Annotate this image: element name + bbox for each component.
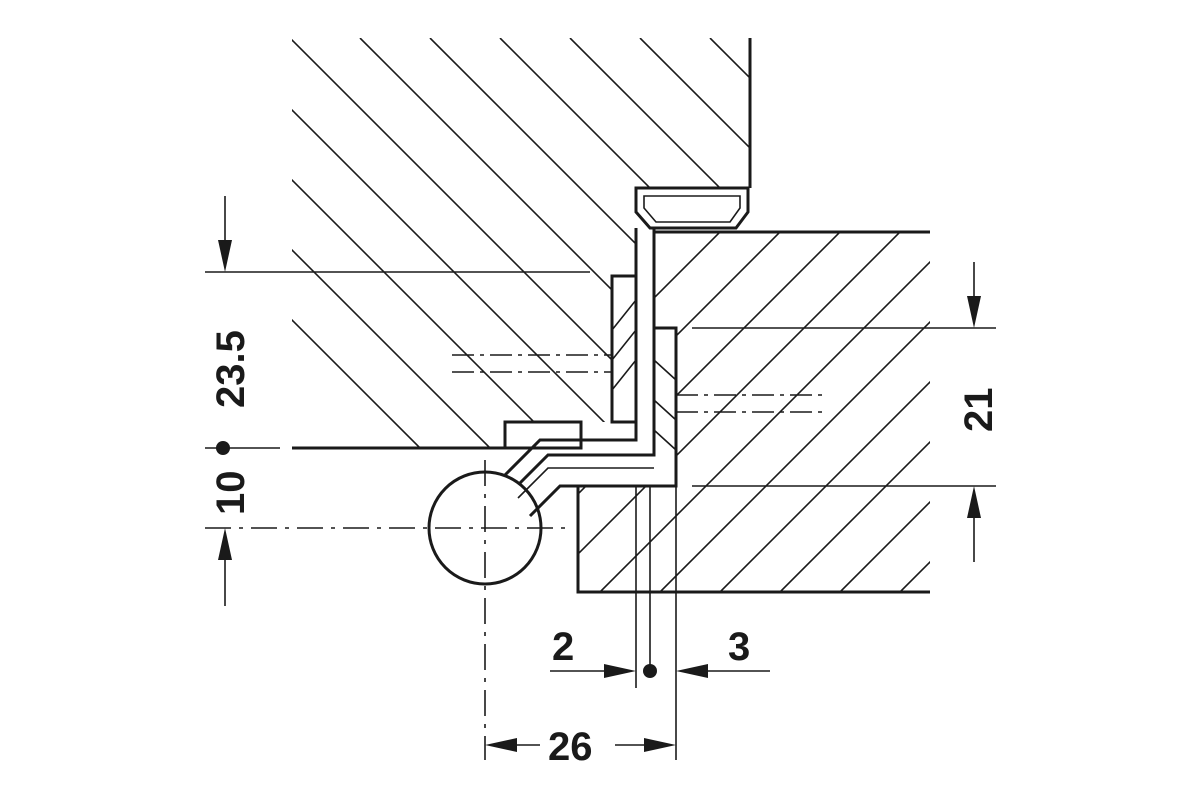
dimension-label-10: 10 — [209, 471, 253, 516]
dimension-label-21: 21 — [957, 388, 1001, 433]
dimension-label-23-5: 23.5 — [209, 330, 253, 408]
door-section — [576, 230, 930, 594]
frame-hatching — [292, 38, 750, 448]
dimension-label-26: 26 — [548, 725, 593, 769]
hinge-body — [427, 186, 826, 586]
dimension-10: 10 — [209, 471, 253, 606]
dimension-21: 21 — [957, 262, 1001, 562]
extension-lines — [205, 271, 996, 760]
dimension-label-2: 2 — [552, 625, 574, 669]
dimension-26: 26 — [485, 725, 676, 769]
frame-section — [292, 38, 752, 450]
dimension-dot-3 — [643, 664, 657, 678]
dimension-23-5: 23.5 — [209, 196, 253, 455]
door-hatching — [578, 232, 930, 592]
dimension-label-3: 3 — [728, 625, 750, 669]
dimension-2: 2 — [550, 625, 636, 678]
dimension-dot-23-5 — [216, 441, 230, 455]
dimension-3: 3 — [643, 625, 770, 678]
